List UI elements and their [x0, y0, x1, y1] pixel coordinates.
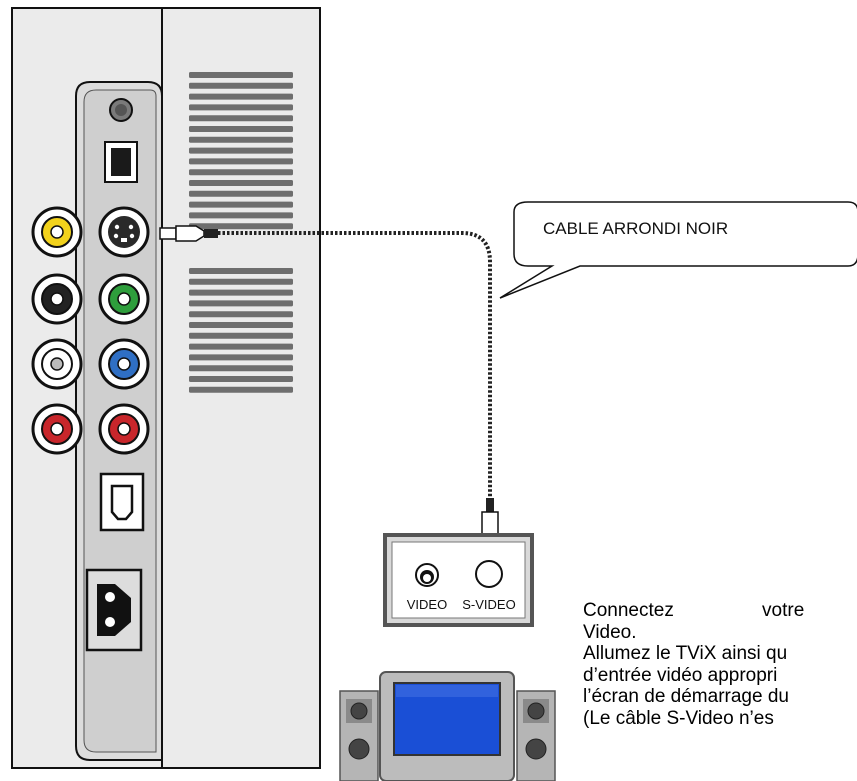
caption-line-4: d’entrée vidéo appropri: [583, 664, 778, 686]
red-jack-left-icon: [31, 403, 83, 455]
caption-line-6: (Le câble S-Video n’es: [583, 707, 774, 729]
vent-slat: [189, 104, 293, 111]
caption-line-3: Allumez le TViX ainsi qu: [583, 643, 788, 664]
vent-slat: [189, 201, 293, 208]
callout-text: CABLE ARRONDI NOIR: [543, 219, 728, 238]
coax-jack-icon: [109, 98, 133, 122]
caption-line-1: Connectez votre TViX: [583, 600, 857, 621]
svideo-out-jack-icon: [98, 206, 150, 258]
vent-slat: [189, 354, 293, 361]
vent-slat: [189, 365, 293, 372]
vent-slat: [189, 343, 293, 350]
vent-slat: [189, 322, 293, 328]
power-socket-icon: [85, 568, 143, 652]
vent-slat: [189, 180, 293, 186]
blue-jack-icon: [98, 338, 150, 390]
vent-slat: [189, 169, 293, 176]
video-label: VIDEO: [407, 597, 447, 612]
green-jack-icon: [98, 273, 150, 325]
svideo-cable: [218, 231, 492, 500]
vent-slat: [189, 147, 293, 154]
caption-line-5: l’écran de démarrage du: [583, 686, 789, 707]
white-jack-icon: [31, 338, 83, 390]
red-jack-right-icon: [98, 403, 150, 455]
tv-input-panel: VIDEO S-VIDEO: [383, 533, 534, 627]
vent-slat: [189, 223, 293, 230]
callout-bubble: [499, 201, 857, 299]
vent-slat: [189, 332, 293, 339]
television-icon: [339, 671, 556, 781]
yellow-video-jack-icon: [31, 206, 83, 258]
vent-slat: [189, 158, 293, 165]
svideo-plug-icon: [159, 225, 218, 242]
vent-grille: [189, 72, 293, 393]
svideo-label: S-VIDEO: [462, 597, 515, 612]
optical-port-icon: [104, 141, 138, 183]
vent-slat: [189, 82, 293, 89]
vent-slat: [189, 278, 293, 285]
caption-text: Connectez votre TViX Video. Allumez le T…: [583, 600, 857, 729]
vent-slat: [189, 300, 293, 307]
vent-slat: [189, 376, 293, 382]
vent-slat: [189, 212, 293, 219]
vent-slat: [189, 311, 293, 318]
video-in-jack-icon: [415, 563, 439, 587]
vent-slat: [189, 72, 293, 78]
vent-slat: [189, 93, 293, 100]
black-jack-icon: [31, 273, 83, 325]
vent-slat: [189, 268, 293, 274]
vent-slat: [189, 115, 293, 122]
vent-slat: [189, 386, 293, 393]
vent-slat: [189, 126, 293, 132]
vent-slat: [189, 289, 293, 296]
vent-slat: [189, 190, 293, 197]
svideo-in-jack-icon: [475, 560, 503, 588]
usb-port-icon: [99, 472, 145, 532]
vent-slat: [189, 136, 293, 143]
caption-line-2: Video.: [583, 621, 637, 643]
